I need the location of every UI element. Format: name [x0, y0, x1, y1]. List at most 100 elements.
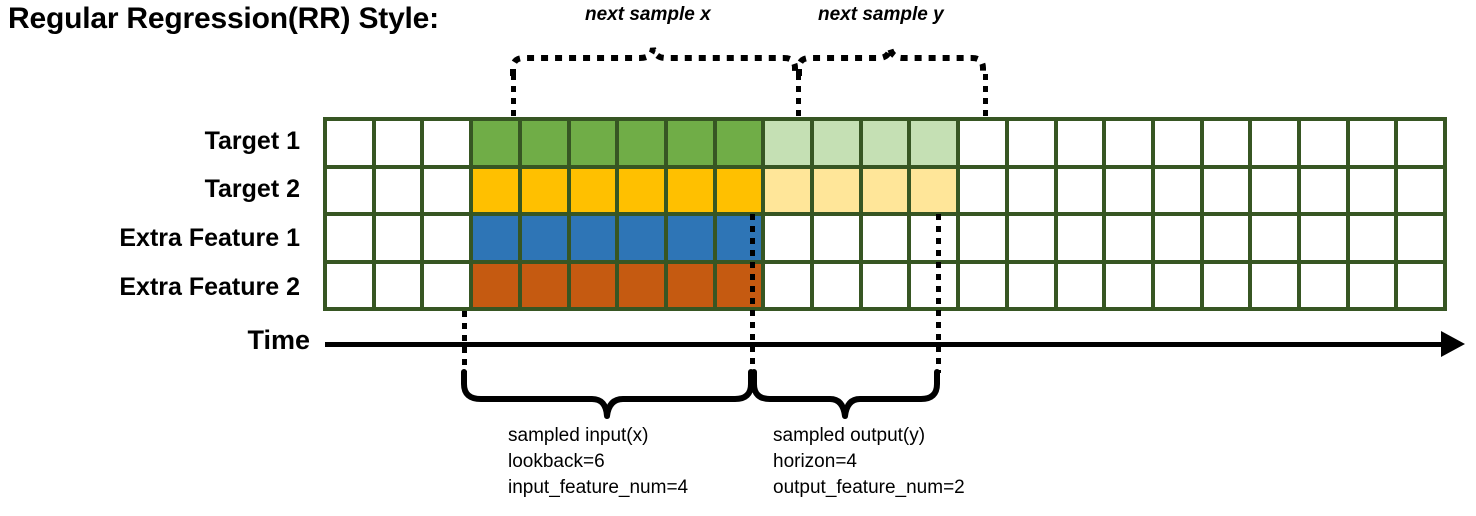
time-axis-label: Time — [247, 325, 310, 355]
grid-cell-r1-c6-solid — [570, 121, 616, 165]
grid-cell-r2-c5-solid — [521, 168, 567, 212]
grid-cell-r1-c1-empty — [327, 121, 372, 165]
grid-cell-r4-c8-solid — [667, 263, 713, 307]
row-label-extra-feature-1: Extra Feature 1 — [119, 224, 300, 252]
time-axis-line — [325, 342, 1445, 347]
grid-cell-r3-c11-light — [814, 216, 859, 260]
grid-cell-r2-c14-empty — [960, 168, 1005, 212]
grid-cell-r1-c15-empty — [1008, 121, 1054, 165]
grid-cell-r4-c22-empty — [1349, 263, 1395, 307]
grid-cell-r2-c8-solid — [667, 168, 713, 212]
grid-cell-r4-c18-empty — [1154, 263, 1200, 307]
grid-row-1 — [327, 121, 1444, 165]
grid-cell-r3-c20-empty — [1252, 216, 1298, 260]
guide-dotted-middle-lower — [750, 214, 755, 373]
grid-cell-r3-c21-empty — [1301, 216, 1346, 260]
grid-cell-r3-c1-empty — [327, 216, 372, 260]
grid-cell-r4-c20-empty — [1252, 263, 1298, 307]
grid-cell-r3-c6-solid — [570, 216, 616, 260]
grid-cell-r1-c3-empty — [424, 121, 470, 165]
row-label-column: Target 1 Target 2 Extra Feature 1 Extra … — [0, 117, 312, 311]
grid-cell-r4-c15-empty — [1008, 263, 1054, 307]
guide-dotted-upper-left — [511, 74, 516, 118]
grid-cell-r4-c7-solid — [619, 263, 664, 307]
grid-cell-r2-c11-light — [814, 168, 859, 212]
grid-cell-r2-c3-empty — [424, 168, 470, 212]
grid-cell-r2-c1-empty — [327, 168, 372, 212]
grid-cell-r3-c19-empty — [1203, 216, 1249, 260]
grid-cell-r4-c1-empty — [327, 263, 372, 307]
grid-cell-r2-c12-light — [862, 168, 908, 212]
caption-input-title: sampled input(x) — [508, 425, 649, 446]
grid-cell-r3-c12-light — [862, 216, 908, 260]
grid-cell-r1-c17-empty — [1106, 121, 1151, 165]
guide-dotted-right-lower — [936, 214, 941, 373]
caption-output-title: sampled output(y) — [773, 425, 926, 446]
grid-cell-r2-c16-empty — [1057, 168, 1103, 212]
grid-cell-r4-c23-empty — [1398, 263, 1444, 307]
grid-cell-r3-c18-empty — [1154, 216, 1200, 260]
grid-cell-r3-c10-light — [765, 216, 811, 260]
grid-cell-r1-c19-empty — [1203, 121, 1249, 165]
grid-cell-r2-c20-empty — [1252, 168, 1298, 212]
grid-cell-r1-c18-empty — [1154, 121, 1200, 165]
grid-cell-r1-c23-empty — [1398, 121, 1444, 165]
grid-cell-r2-c21-empty — [1301, 168, 1346, 212]
guide-dotted-upper-right — [983, 74, 988, 118]
grid-cell-r3-c7-solid — [619, 216, 664, 260]
grid-cell-r3-c13-light — [911, 216, 957, 260]
grid-cell-r1-c2-empty — [375, 121, 421, 165]
grid-cell-r4-c17-empty — [1106, 263, 1151, 307]
grid-cell-r3-c15-empty — [1008, 216, 1054, 260]
caption-sampled-input: sampled input(x) lookback=6 input_featur… — [508, 423, 688, 501]
grid-cell-r1-c14-empty — [960, 121, 1005, 165]
grid-cell-r1-c9-solid — [716, 121, 762, 165]
grid-cell-r3-c17-empty — [1106, 216, 1151, 260]
grid-cell-r1-c13-light — [911, 121, 957, 165]
grid-cell-r3-c4-solid — [473, 216, 518, 260]
grid-cell-r4-c4-solid — [473, 263, 518, 307]
grid-cell-r4-c19-empty — [1203, 263, 1249, 307]
time-axis-arrow-icon — [1441, 331, 1465, 357]
grid-cell-r3-c3-empty — [424, 216, 470, 260]
grid-cell-r3-c16-empty — [1057, 216, 1103, 260]
label-next-sample-x: next sample x — [585, 4, 711, 25]
grid-cell-r4-c2-empty — [375, 263, 421, 307]
row-label-extra-feature-2: Extra Feature 2 — [119, 273, 300, 301]
grid-row-3 — [327, 216, 1444, 260]
caption-sampled-output: sampled output(y) horizon=4 output_featu… — [773, 423, 965, 501]
grid-cell-r4-c6-solid — [570, 263, 616, 307]
grid-cell-r2-c17-empty — [1106, 168, 1151, 212]
grid-cell-r2-c19-empty — [1203, 168, 1249, 212]
grid-cell-r4-c3-empty — [424, 263, 470, 307]
grid-cell-r2-c4-solid — [473, 168, 518, 212]
timeseries-grid — [323, 117, 1447, 311]
grid-cell-r4-c16-empty — [1057, 263, 1103, 307]
grid-cell-r1-c4-solid — [473, 121, 518, 165]
grid-cell-r1-c22-empty — [1349, 121, 1395, 165]
page-title: Regular Regression(RR) Style: — [8, 2, 439, 35]
grid-cell-r1-c20-empty — [1252, 121, 1298, 165]
grid-cell-r4-c14-empty — [960, 263, 1005, 307]
guide-dotted-left — [462, 311, 467, 373]
grid-cell-r1-c11-light — [814, 121, 859, 165]
grid-cell-r4-c10-light — [765, 263, 811, 307]
grid-cell-r1-c7-solid — [619, 121, 664, 165]
grid-cell-r3-c8-solid — [667, 216, 713, 260]
grid-cell-r3-c23-empty — [1398, 216, 1444, 260]
grid-cell-r1-c21-empty — [1301, 121, 1346, 165]
caption-output-horizon: horizon=4 — [773, 451, 857, 472]
grid-row-4 — [327, 263, 1444, 307]
grid-cell-r3-c22-empty — [1349, 216, 1395, 260]
guide-dotted-upper-middle — [796, 74, 801, 118]
grid-cell-r4-c21-empty — [1301, 263, 1346, 307]
grid-cell-r1-c12-light — [862, 121, 908, 165]
grid-cell-r2-c6-solid — [570, 168, 616, 212]
grid-cell-r4-c12-light — [862, 263, 908, 307]
grid-cell-r1-c8-solid — [667, 121, 713, 165]
row-label-target-2: Target 2 — [204, 175, 300, 203]
caption-output-feature-num: output_feature_num=2 — [773, 477, 965, 498]
grid-cell-r2-c10-light — [765, 168, 811, 212]
grid-cell-r2-c18-empty — [1154, 168, 1200, 212]
